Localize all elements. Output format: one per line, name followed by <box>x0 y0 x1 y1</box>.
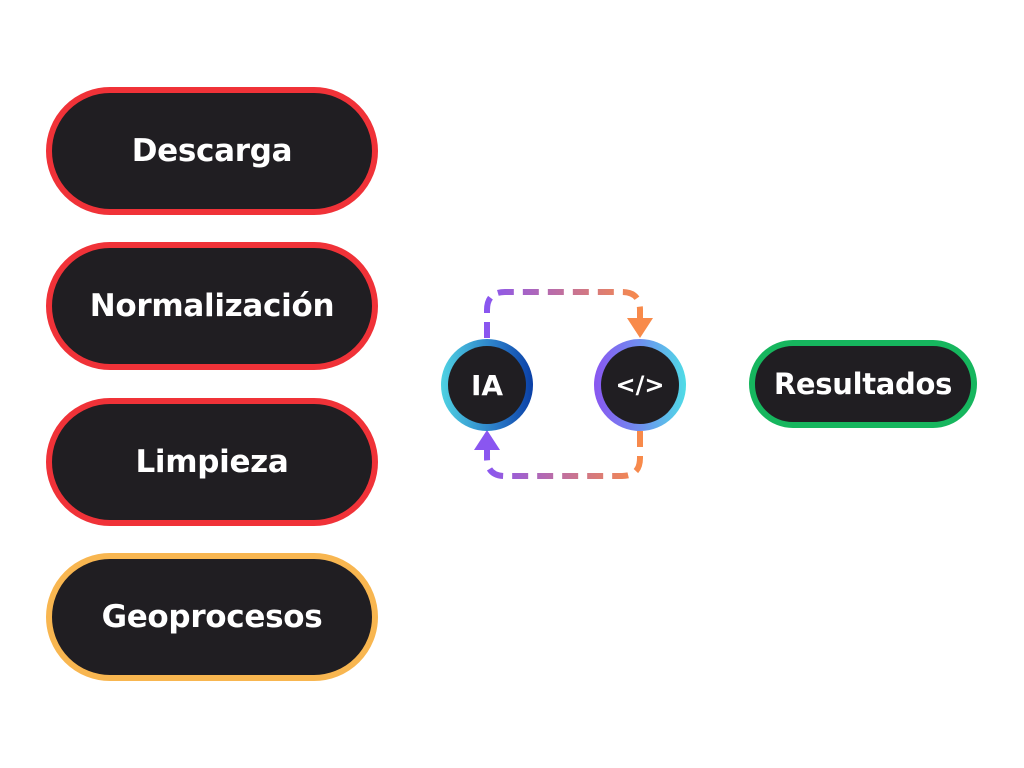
ai-node-label: IA <box>470 368 504 402</box>
step-limpieza: Limpieza <box>46 398 378 526</box>
result-node: Resultados <box>749 340 977 428</box>
step-label: Descarga <box>131 133 293 169</box>
arrowhead-up-icon <box>474 430 500 450</box>
code-node-label: </> <box>615 371 665 399</box>
step-label: Limpieza <box>135 444 289 480</box>
code-icon: </> <box>601 346 679 424</box>
bottom-arrow-path <box>484 431 643 479</box>
step-label: Geoprocesos <box>101 599 323 635</box>
step-geoprocesos: Geoprocesos <box>46 553 378 681</box>
step-normalizacion: Normalización <box>46 242 378 370</box>
top-arrow-path <box>484 289 643 338</box>
code-node: </> <box>594 339 686 431</box>
ai-node: IA <box>441 339 533 431</box>
ai-node-inner: IA <box>448 346 526 424</box>
step-label: Normalización <box>89 288 335 324</box>
arrowhead-down-icon <box>627 318 653 338</box>
step-descarga: Descarga <box>46 87 378 215</box>
result-label: Resultados <box>773 367 953 401</box>
